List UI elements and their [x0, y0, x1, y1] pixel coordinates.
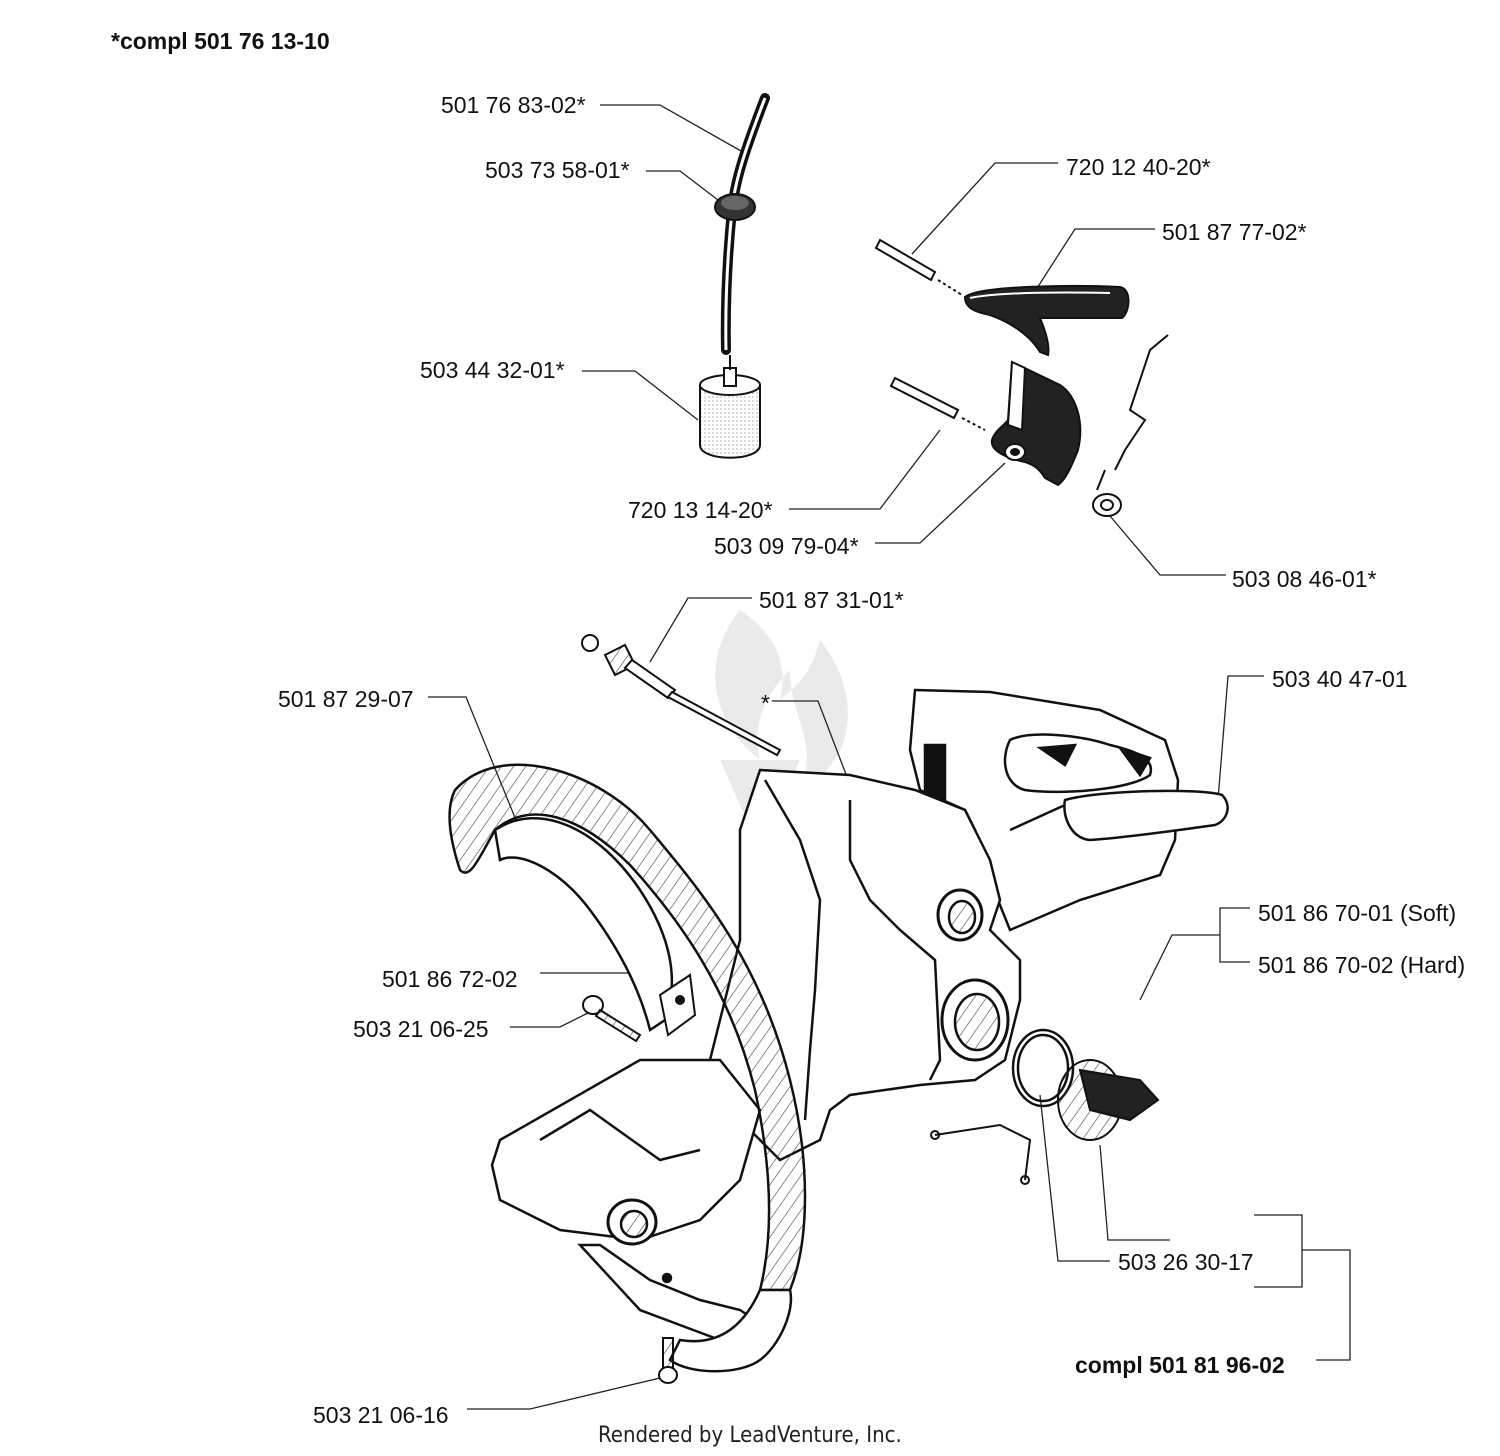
screw-25-part [582, 995, 642, 1043]
bracket-part [658, 973, 697, 1037]
label-grommet[interactable]: 503 73 58-01* [485, 157, 630, 183]
spring-part [1092, 334, 1169, 517]
throttle-lever-part [1009, 789, 1229, 842]
label-front-handle[interactable]: 501 87 29-07 [278, 686, 414, 712]
label-threaded-rod[interactable]: 501 87 31-01* [759, 587, 904, 613]
leader-cap [1254, 1214, 1303, 1288]
lower-pin-part [889, 376, 986, 431]
label-throttle-lever[interactable]: 503 40 47-01 [1272, 666, 1408, 692]
leader-mount [1139, 934, 1220, 1001]
leader-pin-upper [911, 162, 1058, 255]
leader-oring [1039, 1094, 1110, 1262]
throttle-trigger-part [963, 285, 1130, 357]
label-fuel-filter[interactable]: 503 44 32-01* [420, 357, 565, 383]
leader-spring [1109, 515, 1226, 576]
label-pin-upper[interactable]: 720 12 40-20* [1066, 154, 1211, 180]
leader-trigger [1031, 228, 1155, 297]
leader-screw-25 [510, 1011, 591, 1028]
label-mount-hard[interactable]: 501 86 70-02 (Hard) [1258, 952, 1466, 978]
label-oring[interactable]: 503 26 30-17 [1118, 1249, 1254, 1275]
clip-part [930, 1123, 1032, 1185]
label-lockout[interactable]: 503 09 79-04* [714, 533, 859, 559]
screw-16-part [658, 1337, 678, 1384]
leader-star [772, 700, 853, 791]
leader-fuel-hose [600, 104, 749, 156]
leader-rod [649, 597, 752, 663]
label-mount-soft[interactable]: 501 86 70-01 (Soft) [1258, 900, 1457, 926]
fuel-hose-part [720, 93, 770, 355]
assembly-title: *compl 501 76 13-10 [111, 28, 330, 54]
leader-cap-part [1099, 1144, 1170, 1241]
label-pin-lower[interactable]: 720 13 14-20* [628, 497, 773, 523]
leader-grommet [646, 170, 719, 201]
filler-cap-part [1057, 1059, 1160, 1141]
tank-housing-part [490, 688, 1180, 1342]
leader-lines [428, 104, 1351, 1410]
leader-throttle-lever [1217, 675, 1264, 801]
label-tank-star[interactable]: * [761, 690, 770, 716]
upper-pin-part [874, 238, 963, 296]
grommet-part [714, 193, 756, 221]
footer-credit: Rendered by LeadVenture, Inc. [598, 1423, 902, 1448]
label-fuel-hose[interactable]: 501 76 83-02* [441, 92, 586, 118]
leader-pin-lower [789, 429, 941, 510]
leader-mount-bracket [1219, 907, 1250, 963]
label-spring[interactable]: 503 08 46-01* [1232, 566, 1377, 592]
lockout-part [990, 360, 1082, 487]
label-cap-assembly[interactable]: compl 501 81 96-02 [1075, 1352, 1285, 1378]
leader-cap-line [1302, 1249, 1351, 1361]
label-screw-25[interactable]: 503 21 06-25 [353, 1016, 489, 1042]
leader-fuel-filter [582, 370, 699, 421]
label-throttle-trigger[interactable]: 501 87 77-02* [1162, 219, 1307, 245]
label-bracket[interactable]: 501 86 72-02 [382, 966, 518, 992]
fuel-filter-part [699, 355, 761, 459]
leader-screw-16 [467, 1377, 661, 1410]
threaded-rod-part [581, 634, 782, 757]
leader-lockout [875, 462, 1006, 544]
label-screw-16[interactable]: 503 21 06-16 [313, 1402, 449, 1428]
